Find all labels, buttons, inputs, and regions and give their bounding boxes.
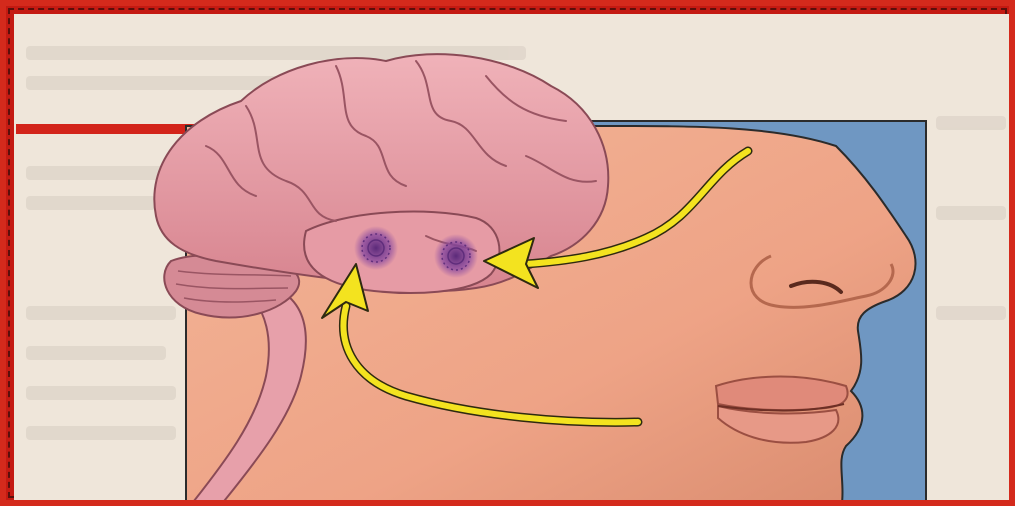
- activity-spot-right: [434, 234, 478, 278]
- illustration: [6, 6, 1015, 506]
- activity-spot-left: [354, 226, 398, 270]
- upper-lip: [716, 377, 848, 411]
